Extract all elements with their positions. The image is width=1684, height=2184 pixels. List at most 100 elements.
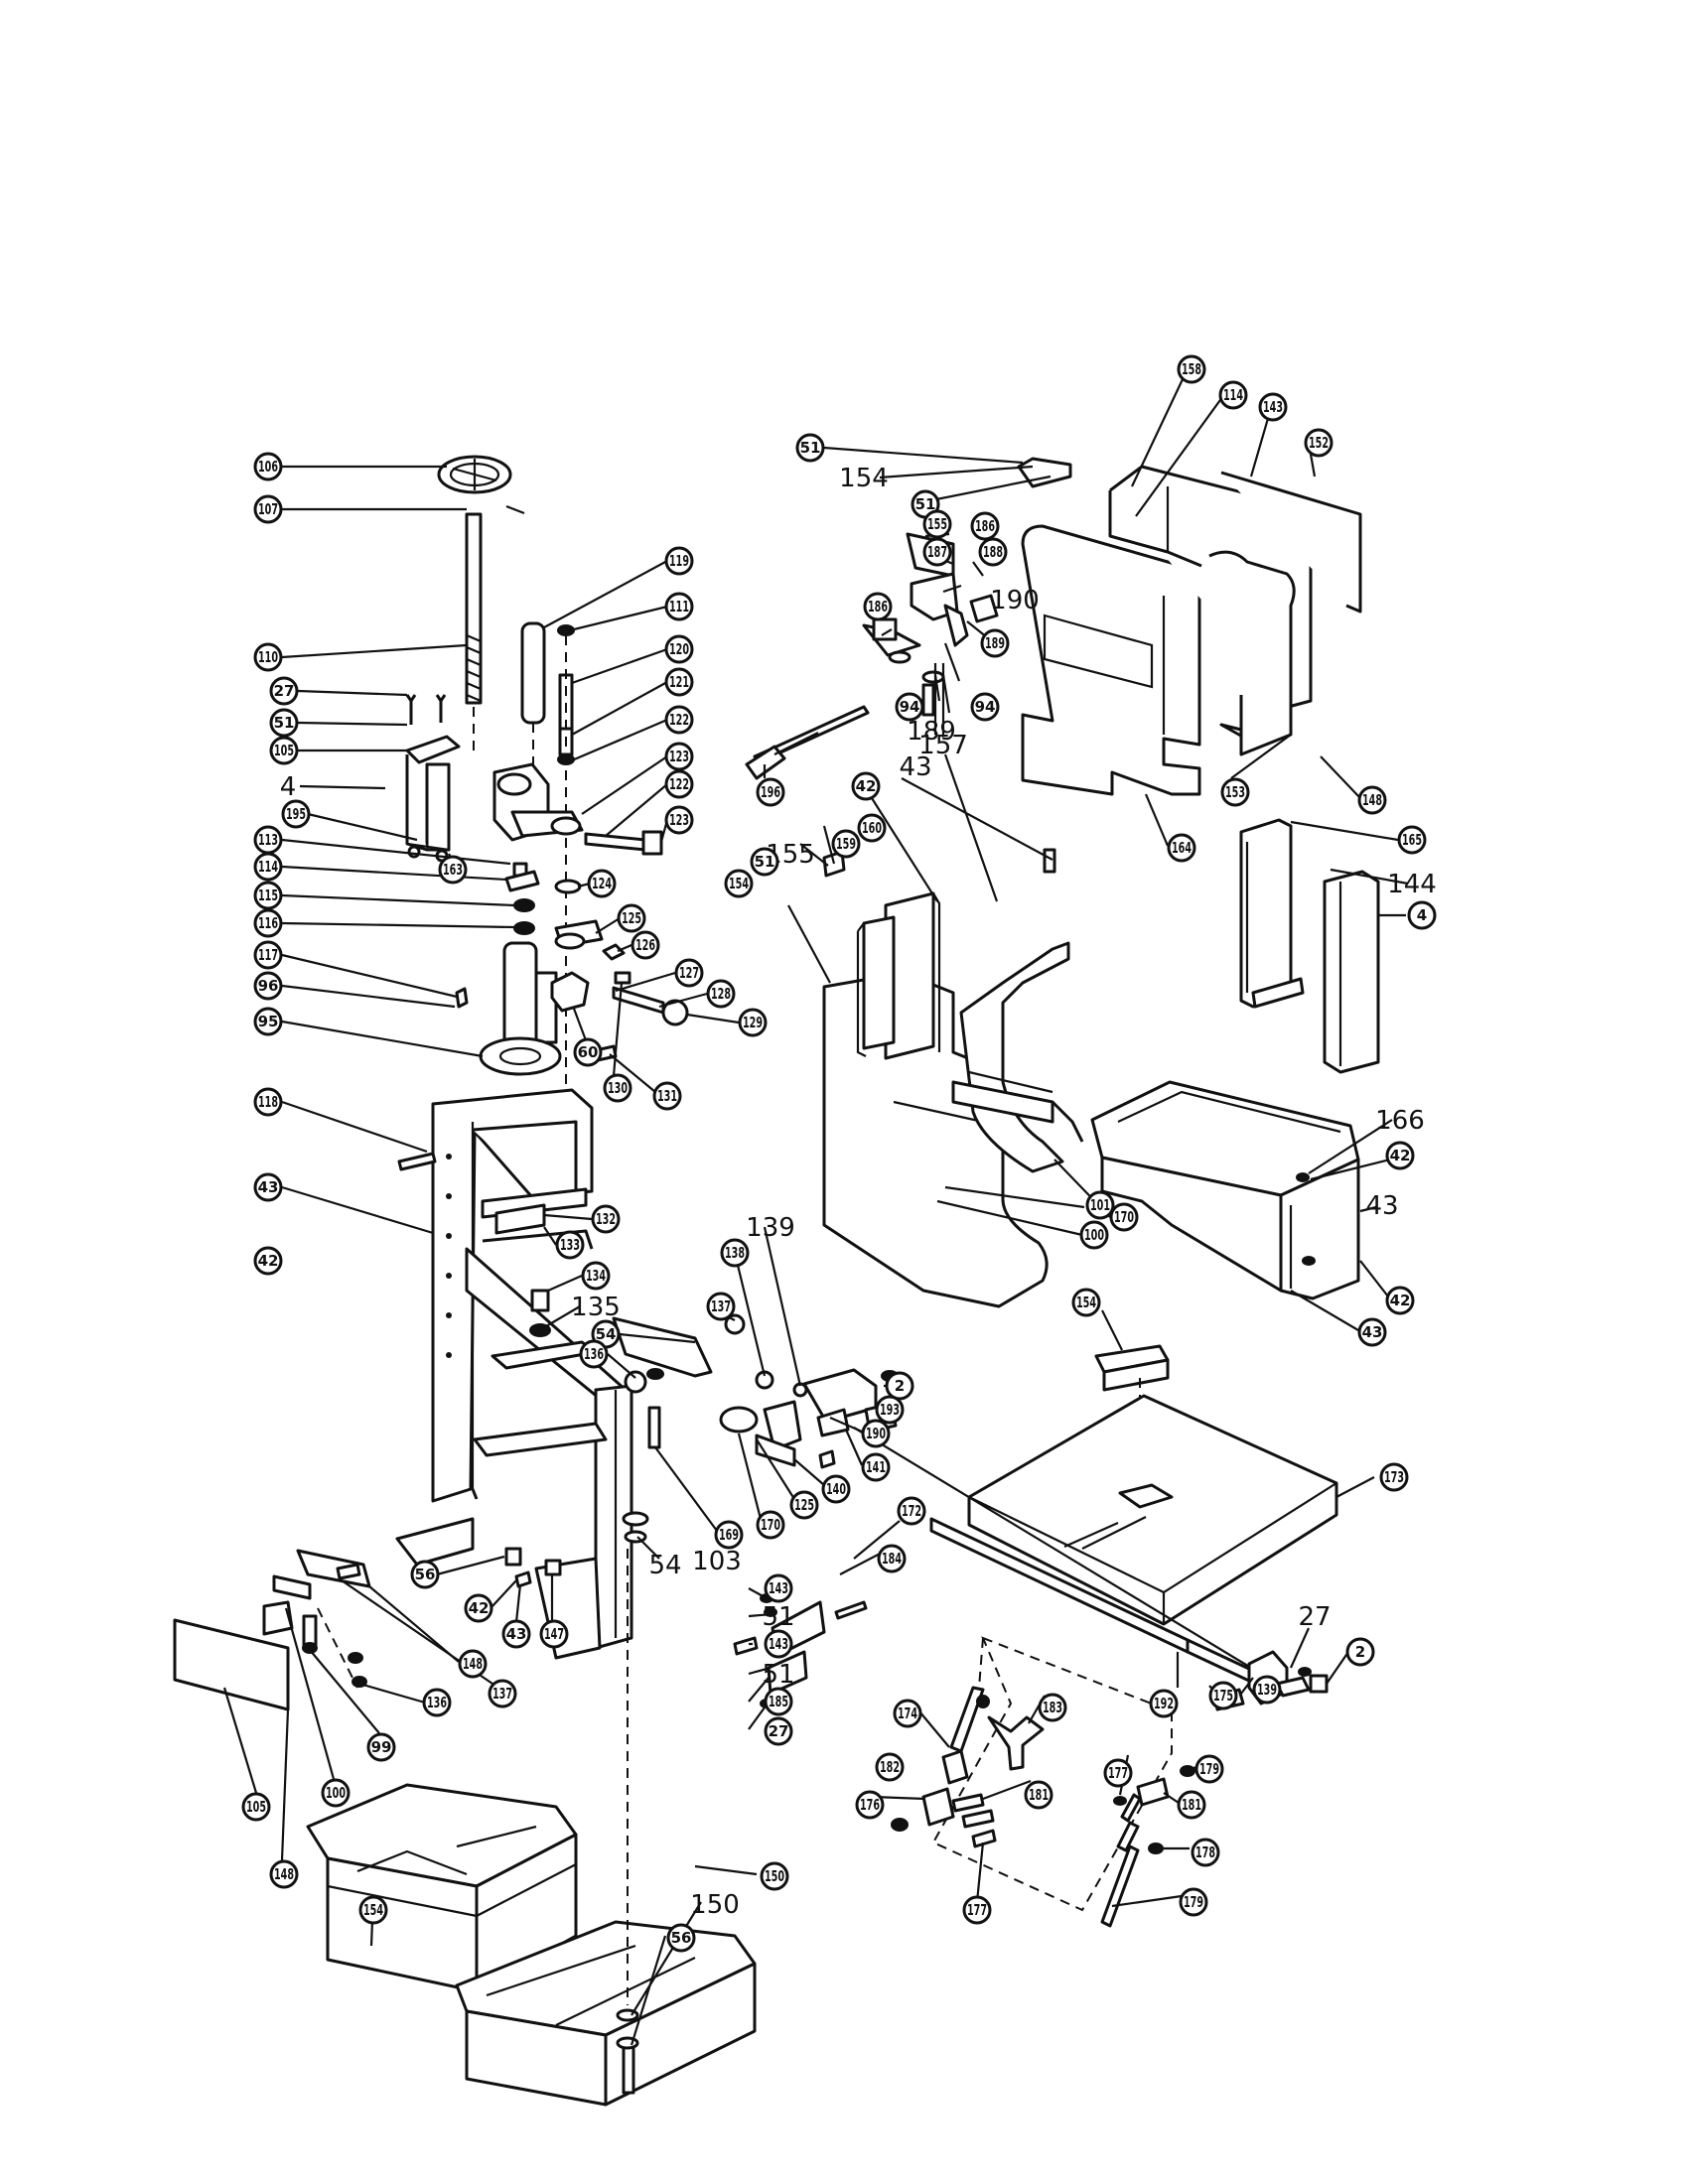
callout-122: 122 [664,769,694,799]
callout-123: 123 [664,805,694,835]
callout-192: 192 [1149,1689,1179,1718]
table-assembly [719,1344,1338,1711]
callout-172: 172 [897,1496,926,1526]
callout-number: 27 [1298,1602,1331,1632]
callout-2: 2 [1345,1637,1375,1667]
callout-ring [1379,1462,1409,1492]
callout-157: 157 [918,731,968,760]
callout-ring [875,1752,905,1782]
callout-42: 42 [1385,1141,1415,1170]
callout-number: 186 [868,598,888,615]
callout-ring [893,1699,922,1728]
callout-number: 111 [669,598,689,615]
callout-ring [764,1687,793,1716]
callout-ring [664,705,694,735]
callout-ring [501,1619,531,1649]
callout-number: 94 [975,698,996,716]
callout-number: 184 [882,1550,902,1568]
callout-ring [724,869,754,898]
callout-number: 154 [729,875,749,892]
callout-155: 155 [922,509,952,539]
callout-number: 106 [258,458,278,476]
callout-number: 99 [371,1738,392,1756]
callout-number: 139 [746,1213,795,1243]
callout-107: 107 [253,494,283,524]
callout-105: 105 [241,1792,271,1822]
callout-ring [410,1560,440,1589]
callout-ring [253,452,283,481]
callout-140: 140 [821,1474,851,1504]
callout-129: 129 [738,1008,768,1037]
callout-number: 54 [648,1551,681,1580]
callout-186: 186 [863,592,893,621]
callout-43: 43 [899,752,931,782]
callout-number: 179 [1184,1893,1203,1911]
callout-number: 188 [983,543,1003,561]
callout-ring [764,1573,793,1603]
callout-118: 118 [253,1087,283,1117]
callout-ring [789,1490,819,1520]
callout-131: 131 [652,1081,682,1111]
callout-ring [555,1230,585,1260]
callout-number: 144 [1387,870,1437,899]
callout-51: 51 [269,708,299,738]
callout-ring [897,1496,926,1526]
callout-ring [706,979,736,1009]
callout-number: 148 [463,1655,483,1673]
callout-ring [922,537,952,567]
callout-ring [877,1544,907,1573]
callout-158: 158 [1177,354,1206,384]
callout-4: 4 [1407,900,1437,930]
callout-number: 150 [765,1867,784,1885]
callout-56: 56 [666,1923,696,1953]
callout-51: 51 [762,1602,794,1632]
callout-number: 105 [274,742,294,759]
callout-43: 43 [1357,1317,1387,1347]
callout-number: 133 [560,1236,580,1254]
callout-ring [756,1510,785,1540]
callout-number: 51 [800,439,821,457]
callout-ring [1071,1288,1101,1317]
callout-number: 170 [1114,1208,1134,1226]
callout-ring [253,940,283,970]
callout-43: 43 [253,1172,283,1202]
callout-99: 99 [366,1732,396,1762]
callout-number: 157 [918,731,968,760]
callout-number: 134 [586,1267,606,1285]
callout-ring [1191,1838,1220,1867]
callout-148: 148 [458,1649,488,1679]
callout-ring [738,1008,768,1037]
callout-ring [253,1172,283,1202]
callout-148: 148 [1357,785,1387,815]
callout-ring [664,592,694,621]
callout-100: 100 [321,1778,351,1808]
callout-154: 154 [839,464,889,493]
callout-ring [1357,785,1387,815]
callout-ring [539,1619,569,1649]
callout-116: 116 [253,908,283,938]
callout-95: 95 [253,1007,283,1036]
callout-number: 129 [743,1014,763,1031]
callout-42: 42 [464,1593,493,1623]
callout-178: 178 [1191,1838,1220,1867]
callout-42: 42 [253,1246,283,1276]
callout-number: 185 [769,1693,788,1710]
callout-number: 116 [258,914,278,932]
callout-number: 94 [900,698,920,716]
callout-number: 123 [669,811,689,829]
callout-number: 139 [1257,1681,1277,1699]
callout-number: 137 [711,1297,731,1315]
callout-number: 178 [1195,1843,1215,1861]
callout-number: 181 [1182,1796,1201,1814]
callout-number: 153 [1225,783,1245,801]
callout-number: 176 [860,1796,880,1814]
callout-ring [1079,1220,1109,1250]
callout-ring [617,903,646,933]
callout-54: 54 [591,1319,621,1349]
callout-ring [438,855,468,885]
callout-103: 103 [692,1547,742,1576]
callout-number: 113 [258,831,278,849]
callout-130: 130 [603,1073,632,1103]
callout-ring [855,1790,885,1820]
callout-ring [1220,777,1250,807]
